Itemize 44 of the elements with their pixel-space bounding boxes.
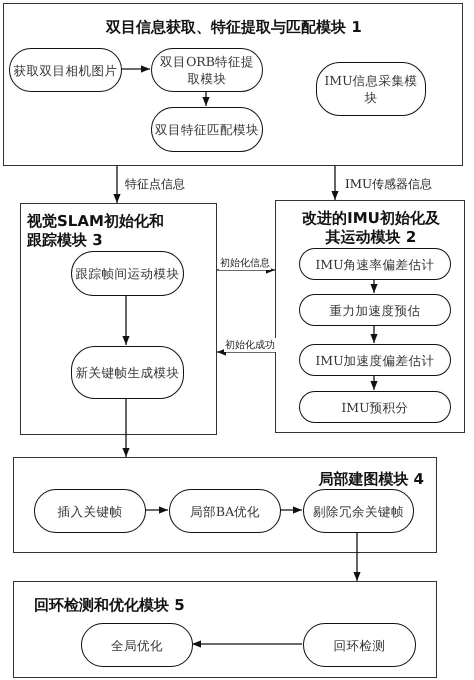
arrow bbox=[370, 279, 378, 293]
arrow bbox=[217, 348, 275, 356]
edge-label: 特征点信息 bbox=[124, 176, 186, 193]
module-box bbox=[13, 457, 437, 553]
process-box: 全局优化 bbox=[81, 623, 193, 667]
arrow bbox=[122, 398, 130, 457]
module-title: 局部建图模块 4 bbox=[317, 470, 424, 489]
arrow bbox=[217, 266, 275, 274]
module-title: 改进的IMU初始化及其运动模块 2 bbox=[301, 209, 441, 247]
module-box bbox=[13, 581, 437, 678]
process-box: 回环检测 bbox=[303, 623, 416, 667]
module-title: 回环检测和优化模块 5 bbox=[34, 596, 186, 615]
process-box: IMU信息采集模块 bbox=[316, 62, 426, 116]
process-box: 插入关键帧 bbox=[34, 489, 146, 533]
process-box: IMU加速度偏差估计 bbox=[299, 344, 451, 376]
process-box: 剔除冗余关键帧 bbox=[303, 489, 414, 533]
arrow bbox=[280, 506, 302, 514]
arrow bbox=[121, 65, 150, 73]
edge-label: 初始化成功 bbox=[224, 338, 276, 352]
module-box bbox=[20, 203, 217, 435]
process-box: 跟踪帧间运动模块 bbox=[71, 251, 184, 296]
process-box: 新关键帧生成模块 bbox=[71, 346, 184, 399]
arrow bbox=[192, 640, 302, 648]
module-box bbox=[275, 200, 465, 433]
edge-label: 初始化信息 bbox=[219, 256, 271, 270]
edge-label: IMU传感器信息 bbox=[344, 176, 434, 193]
process-box: 重力加速度预估 bbox=[299, 294, 451, 326]
arrow bbox=[113, 166, 121, 203]
arrow bbox=[331, 166, 339, 200]
arrow bbox=[122, 295, 130, 345]
process-box: 双目ORB特征提取模块 bbox=[151, 48, 263, 92]
process-box: 双目特征匹配模块 bbox=[151, 107, 263, 152]
process-box: IMU角速率偏差估计 bbox=[299, 248, 451, 280]
module-title: 视觉SLAM初始化和跟踪模块 3 bbox=[27, 212, 165, 250]
module-title: 双目信息获取、特征提取与匹配模块 1 bbox=[104, 18, 363, 37]
process-box: 获取双目相机图片 bbox=[9, 48, 122, 92]
arrow bbox=[353, 532, 361, 581]
arrow bbox=[145, 506, 168, 514]
module-box bbox=[3, 3, 463, 166]
arrow bbox=[370, 325, 378, 343]
process-box: 局部BA优化 bbox=[169, 489, 281, 533]
arrow bbox=[370, 375, 378, 390]
process-box: IMU预积分 bbox=[299, 391, 451, 423]
arrow bbox=[202, 91, 210, 106]
